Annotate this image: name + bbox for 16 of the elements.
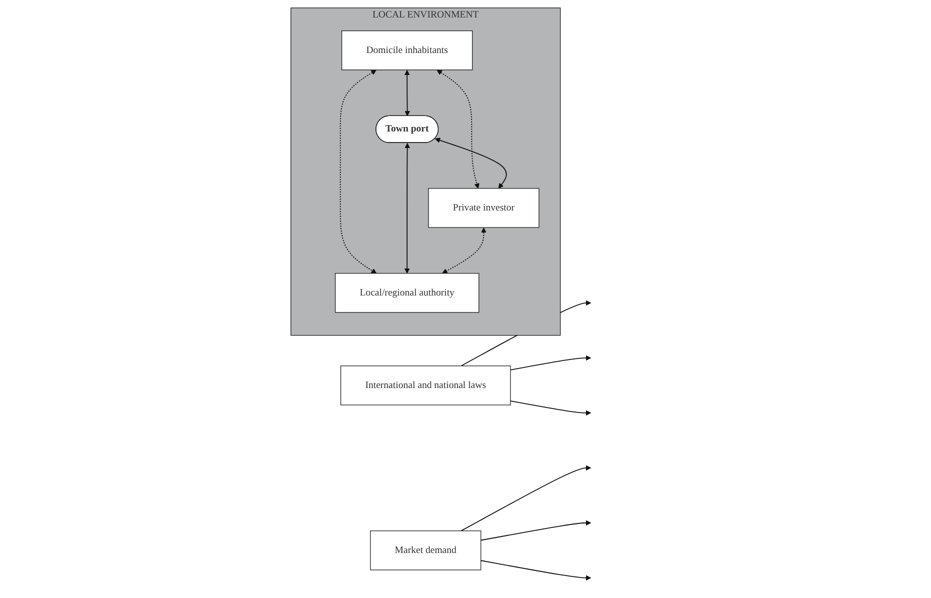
arrow [340,70,377,274]
arrow [510,400,592,416]
arrow [436,70,480,189]
node-box: Market demand [370,530,482,570]
arrow [480,560,592,581]
arrow [442,228,487,274]
arrow [510,355,592,370]
arrow [435,138,507,189]
node-box: Local/regional authority [335,273,480,313]
node-box: International and national laws [340,366,511,406]
node-box: Domicile inhabitants [342,30,473,70]
arrow [460,465,592,532]
arrow [480,520,592,541]
node-box: Private investor [428,188,540,228]
arrow [404,70,410,116]
arrow [404,142,410,274]
